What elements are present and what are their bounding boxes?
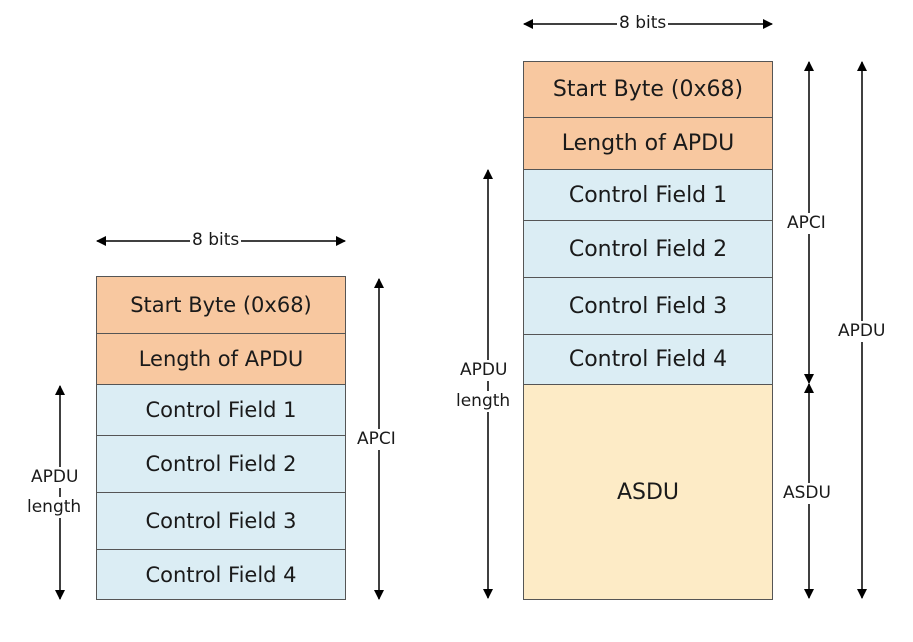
small-field-start-byte: Start Byte (0x68)	[96, 276, 346, 334]
large-width-label: 8 bits	[617, 13, 669, 34]
small-field-control-2: Control Field 2	[96, 435, 346, 493]
small-apci-label: APCI	[355, 429, 398, 450]
large-apci-label: APCI	[785, 213, 828, 234]
large-field-start-byte: Start Byte (0x68)	[523, 61, 773, 118]
large-field-length: Length of APDU	[523, 117, 773, 170]
small-field-control-4: Control Field 4	[96, 549, 346, 600]
large-field-control-2: Control Field 2	[523, 220, 773, 278]
large-length-label-line2: length	[454, 391, 513, 412]
large-length-label-line1: APDU	[458, 360, 510, 381]
large-field-control-4: Control Field 4	[523, 334, 773, 385]
large-field-control-3: Control Field 3	[523, 277, 773, 335]
small-length-label-line1: APDU	[29, 467, 81, 488]
large-field-asdu: ASDU	[523, 384, 773, 600]
large-field-control-1: Control Field 1	[523, 169, 773, 221]
small-field-control-3: Control Field 3	[96, 492, 346, 550]
small-width-label: 8 bits	[190, 230, 242, 251]
large-asdu-label: ASDU	[781, 483, 833, 504]
small-length-label-line2: length	[25, 497, 84, 518]
small-field-length: Length of APDU	[96, 333, 346, 385]
large-apdu-label: APDU	[836, 321, 888, 342]
small-field-control-1: Control Field 1	[96, 384, 346, 436]
